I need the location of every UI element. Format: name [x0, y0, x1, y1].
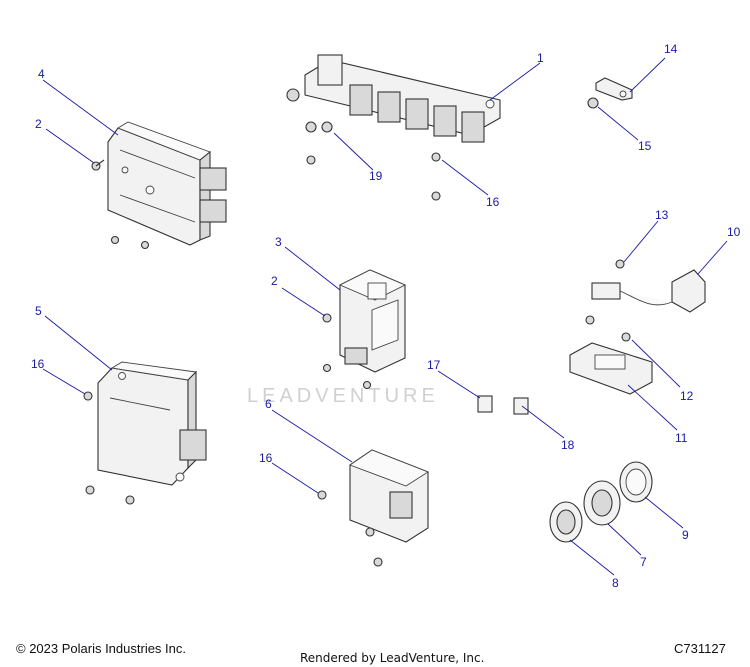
copyright-text: © 2023 Polaris Industries Inc. [16, 641, 186, 656]
clip-part-17[interactable] [477, 395, 493, 413]
bolt-part-16-a[interactable] [306, 155, 316, 165]
callout-6: 6 [265, 397, 272, 411]
screw-module3-bottom-1[interactable] [322, 363, 332, 373]
screw-part-12-b[interactable] [621, 332, 631, 342]
harness-sensor-part-10[interactable] [591, 269, 706, 313]
rendered-by-text: Rendered by LeadVenture, Inc. [300, 651, 485, 665]
nut-part-19-b[interactable] [305, 121, 317, 133]
diagram-code: C731127 [674, 641, 726, 656]
callout-3: 3 [275, 235, 282, 249]
ecu-module-part-4[interactable] [107, 121, 227, 246]
bracket-plate-part-11[interactable] [569, 342, 653, 395]
sensor-part-13[interactable] [615, 259, 625, 269]
callout-8: 8 [612, 576, 619, 590]
ecu-module-part-5[interactable] [97, 361, 207, 486]
socket-part-7[interactable] [583, 480, 621, 526]
callout-17: 17 [427, 358, 441, 372]
nut-part-19-a[interactable] [286, 88, 300, 102]
callout-19: 19 [369, 169, 383, 183]
callout-5: 5 [35, 304, 42, 318]
screw-module6-2[interactable] [373, 557, 383, 567]
screw-module3-bottom-2[interactable] [362, 380, 372, 390]
callout-10: 10 [727, 225, 741, 239]
clip-part-18[interactable] [513, 397, 529, 415]
control-module-part-3[interactable] [338, 269, 407, 373]
watermark: LEADVENTURE [247, 385, 439, 407]
callout-2-b: 2 [271, 274, 278, 288]
callout-7: 7 [640, 555, 647, 569]
callout-16-c: 16 [259, 451, 273, 465]
callout-18: 18 [561, 438, 575, 452]
callout-4: 4 [38, 67, 45, 81]
ring-part-9[interactable] [619, 461, 653, 503]
module-part-6[interactable] [349, 449, 429, 543]
screw-part-15[interactable] [587, 97, 599, 109]
screw-ecu-bottom-1[interactable] [110, 235, 120, 245]
callout-16-a: 16 [31, 357, 45, 371]
callout-14: 14 [664, 42, 678, 56]
screw-ecu5-bottom-1[interactable] [85, 485, 95, 495]
nut-part-19-c[interactable] [321, 121, 333, 133]
callout-12: 12 [680, 389, 694, 403]
callout-15: 15 [638, 139, 652, 153]
screw-part-12-a[interactable] [585, 315, 595, 325]
callout-1: 1 [537, 51, 544, 65]
bracket-part-14[interactable] [595, 77, 633, 101]
screw-ecu5-bottom-2[interactable] [125, 495, 135, 505]
screw-ecu-bottom-2[interactable] [140, 240, 150, 250]
callout-13: 13 [655, 208, 669, 222]
screw-part-16-left[interactable] [83, 391, 93, 401]
relay-rail-part-1[interactable] [304, 54, 501, 143]
bolt-part-16-b[interactable] [431, 152, 441, 162]
callout-9: 9 [682, 528, 689, 542]
callout-2-a: 2 [35, 117, 42, 131]
callout-11: 11 [675, 431, 688, 445]
screw-module6-1[interactable] [365, 527, 375, 537]
callout-16-b: 16 [486, 195, 500, 209]
screw-part-2-a[interactable] [91, 159, 105, 171]
cap-part-8[interactable] [549, 501, 583, 543]
screw-part-16-bottom[interactable] [317, 490, 327, 500]
bolt-part-16-c[interactable] [431, 191, 441, 201]
